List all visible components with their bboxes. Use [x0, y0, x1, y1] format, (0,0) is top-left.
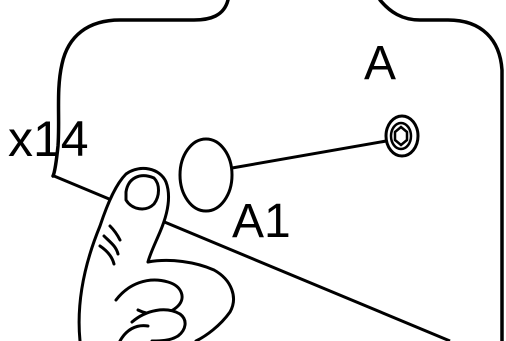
part-label-a: A — [364, 37, 397, 90]
cap-label-a1: A1 — [232, 195, 291, 248]
quantity-label: x14 — [8, 111, 89, 167]
screw-head-icon — [384, 114, 420, 158]
callout-bubble-outline — [51, 0, 504, 341]
leader-line — [231, 138, 393, 170]
cover-cap-icon — [178, 137, 234, 213]
hand-pressing-icon — [77, 166, 235, 341]
